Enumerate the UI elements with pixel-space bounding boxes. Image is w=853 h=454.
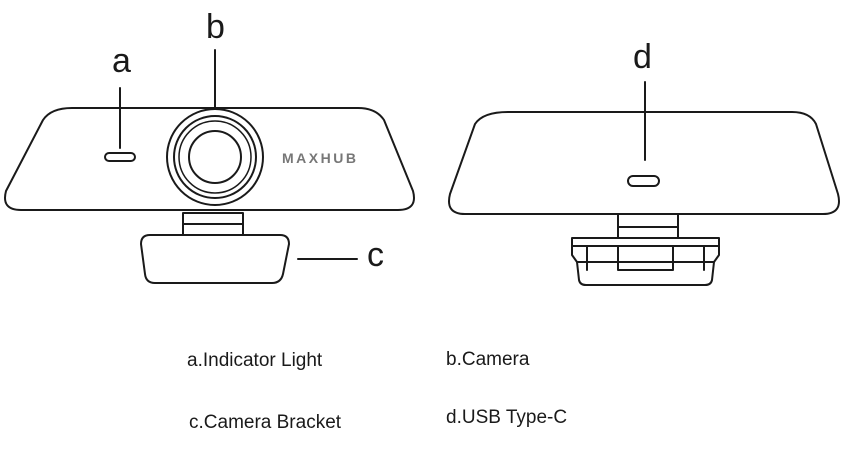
callout-b-label: b	[206, 8, 225, 46]
usb-type-c-port	[627, 175, 660, 187]
callout-c-label: c	[367, 236, 384, 274]
front-view	[4, 49, 415, 284]
legend-indicator-light: a.Indicator Light	[187, 350, 323, 371]
front-camera-bracket	[140, 234, 290, 284]
callout-d-label: d	[633, 38, 652, 76]
indicator-light	[104, 152, 136, 162]
brand-label: MAXHUB	[282, 150, 358, 166]
back-camera-body	[448, 111, 840, 215]
legend-camera-bracket: c.Camera Bracket	[189, 412, 342, 433]
back-view	[448, 81, 840, 286]
legend-usb-type-c: d.USB Type-C	[446, 407, 568, 428]
callout-a-label: a	[112, 42, 131, 80]
camera-lens	[166, 108, 264, 206]
legend-camera: b.Camera	[446, 349, 530, 370]
